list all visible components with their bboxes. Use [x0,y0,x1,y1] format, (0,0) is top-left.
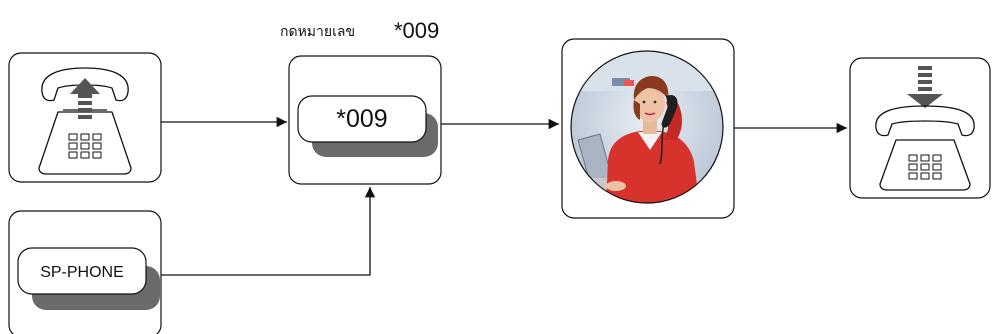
dial-code-box: *009 [288,55,442,185]
caller-phone-box [8,52,162,183]
connectors [161,116,847,276]
up-arrow-icon [70,78,100,119]
receiver-phone-box [849,57,991,199]
down-arrow-icon [907,66,943,108]
incoming-telephone-icon [875,105,975,191]
caption-thai: กดหมายเลข [280,23,355,39]
caption-code: *009 [394,18,439,43]
operator-box [561,38,735,219]
arrow-spphone-to-dial [161,187,376,276]
dial-code-button [297,95,427,143]
sp-phone-box: SP-PHONE [8,210,162,334]
dial-code-label: *009 [336,105,387,133]
sp-phone-button [17,247,147,295]
sp-phone-label: SP-PHONE [40,264,124,281]
